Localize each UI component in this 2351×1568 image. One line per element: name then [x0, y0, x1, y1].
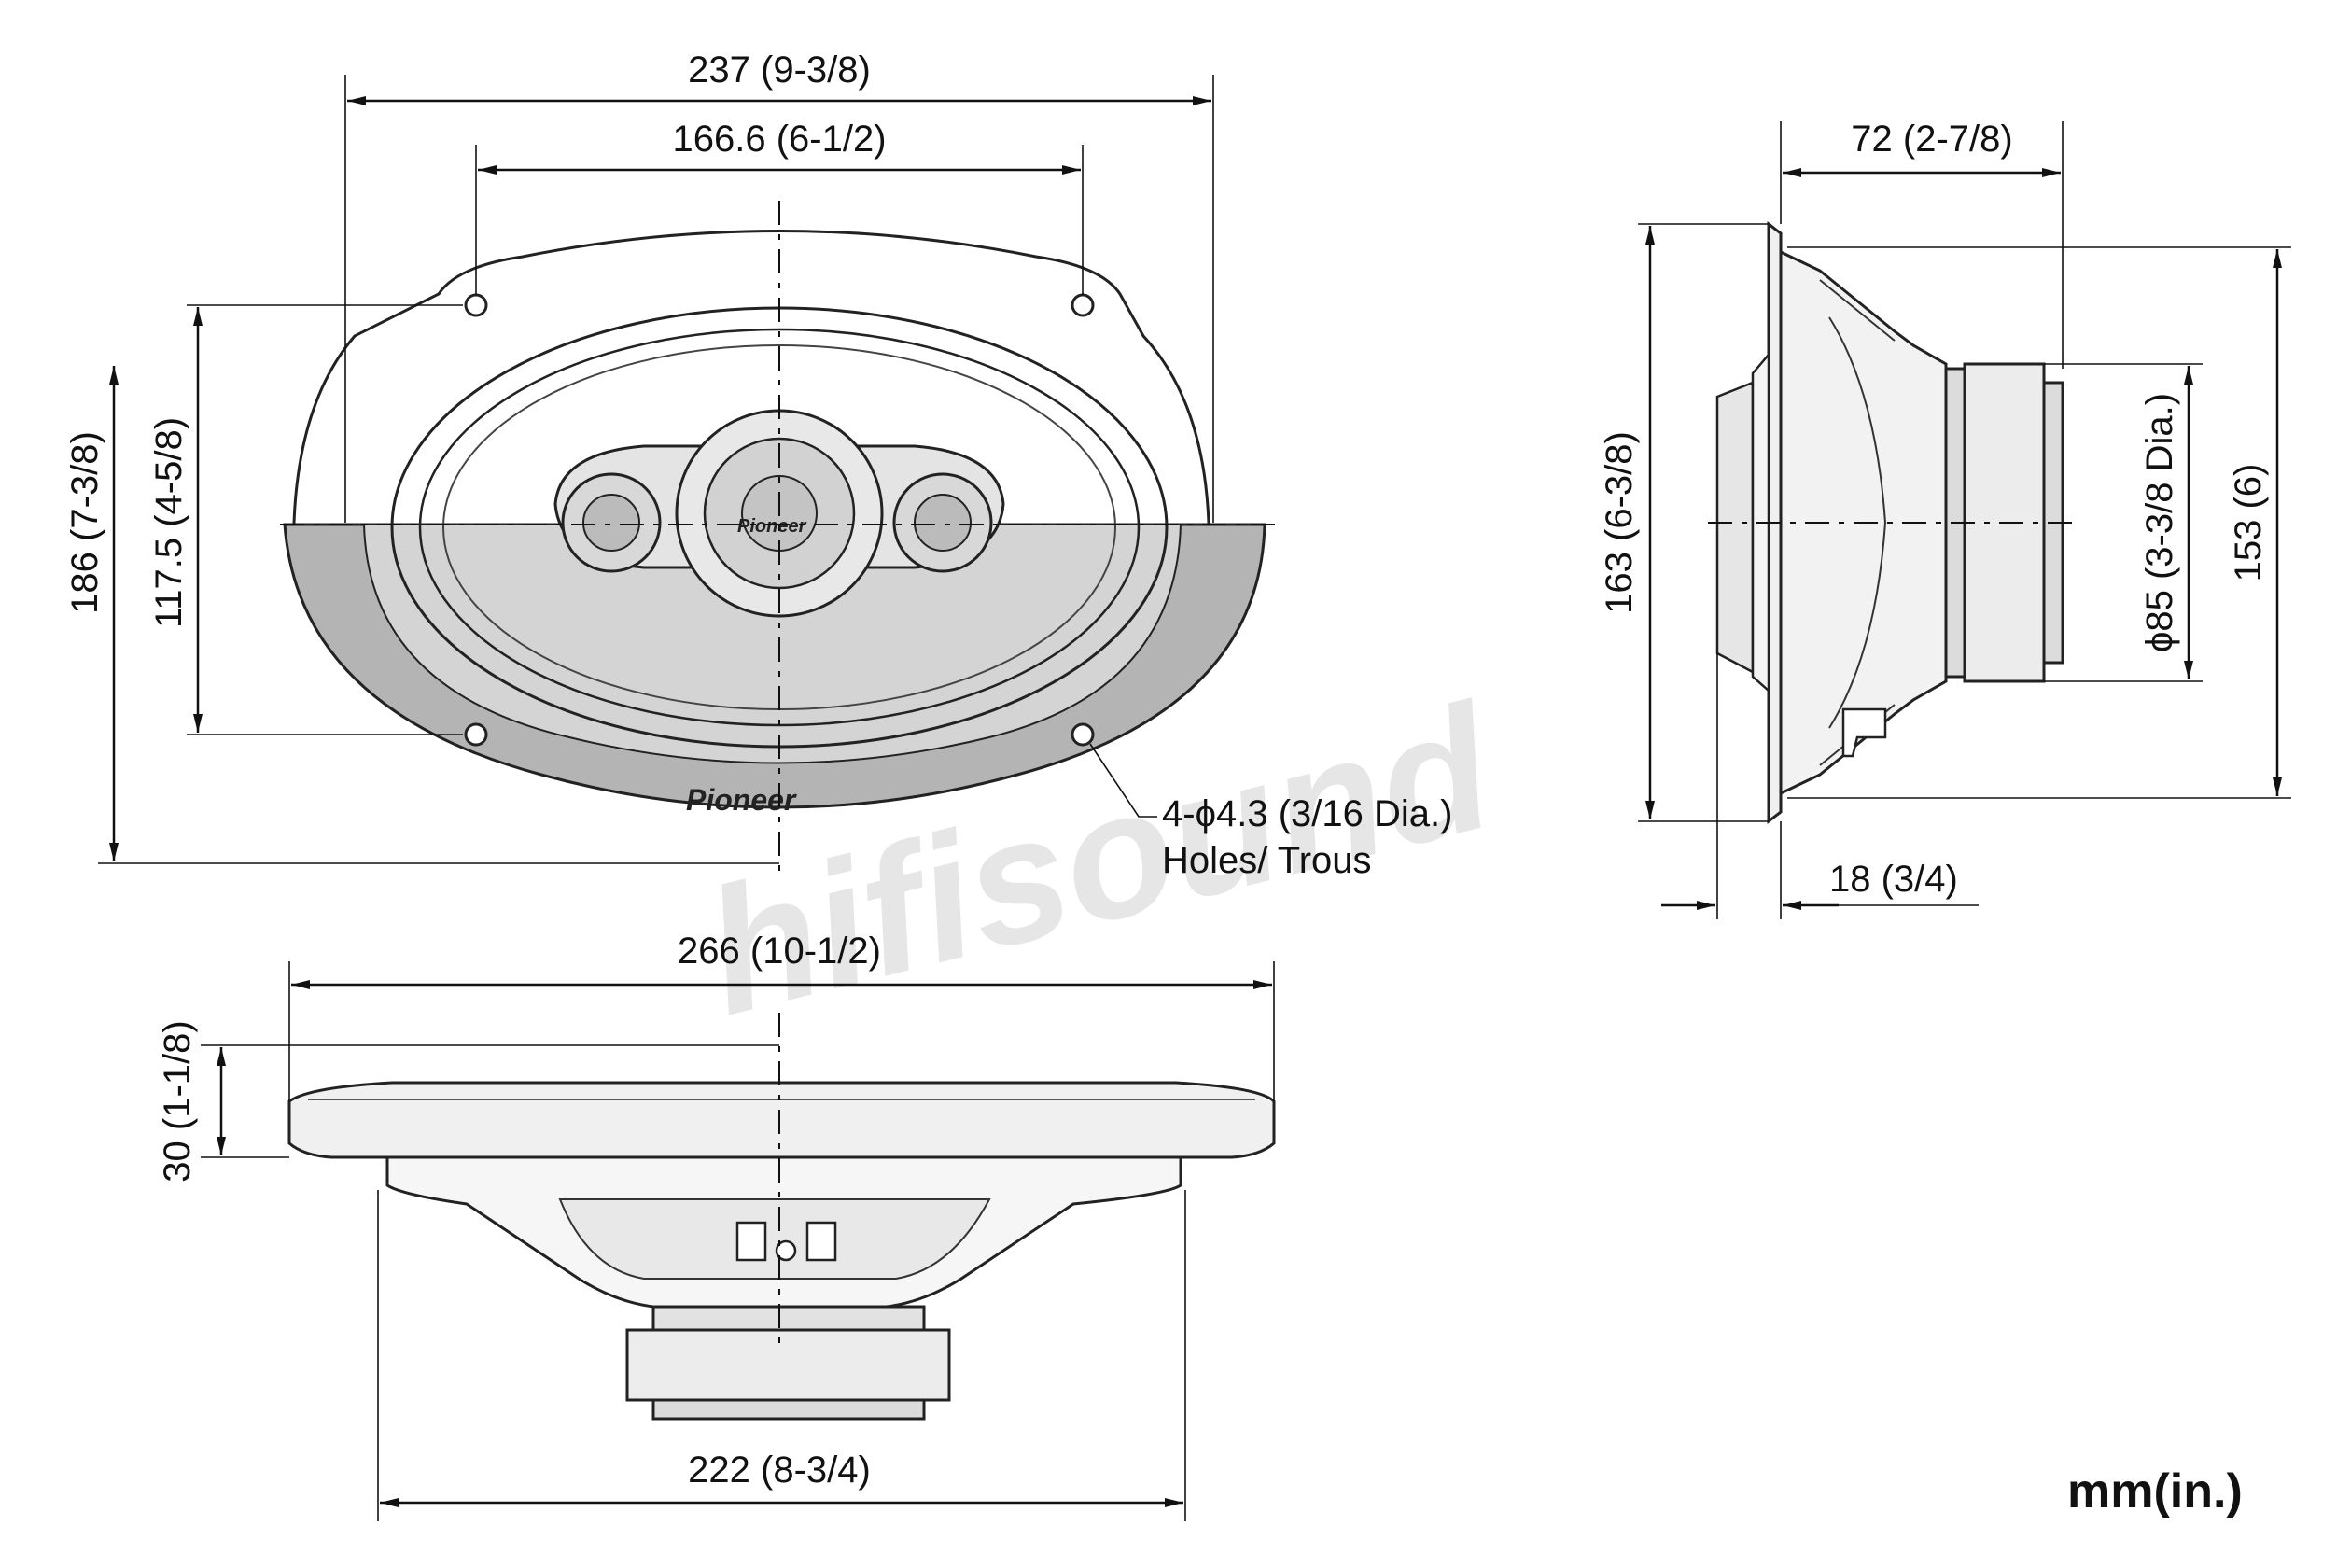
- mount-holes: [464, 293, 1095, 747]
- label-holes-spec: 4-ϕ4.3 (3/16 Dia.): [1162, 793, 1452, 834]
- units-label: mm(in.): [2067, 1464, 2243, 1519]
- bottom-mag-plate: [651, 1305, 926, 1332]
- side-grille-face: [1715, 381, 1755, 675]
- bottom-view: 266 (10-1/2) 30 (1-1/8) 222 (8-3/4): [157, 931, 1276, 1521]
- label-hole-spacing-height: 117.5 (4-5/8): [148, 417, 189, 628]
- bottom-magnet-cap: [651, 1398, 926, 1421]
- label-bottom-width: 266 (10-1/2): [678, 931, 881, 972]
- label-depth: 72 (2-7/8): [1851, 119, 2012, 160]
- front-view: Pioneer Pioneer 237 (9-3/8) 166.6 (6-1/2…: [64, 49, 1452, 881]
- side-terminal: [1841, 707, 1887, 758]
- label-overall-width: 237 (9-3/8): [688, 49, 871, 91]
- hole-leader: [1089, 743, 1157, 818]
- label-mount-depth: 30 (1-1/8): [157, 1020, 198, 1182]
- label-basket-width: 222 (8-3/4): [688, 1449, 871, 1491]
- label-holes: Holes/ Trous: [1162, 840, 1372, 881]
- label-cutout-height: 153 (6): [2228, 464, 2269, 582]
- bottom-basket-window: [558, 1198, 991, 1280]
- bottom-flange: [287, 1081, 1276, 1159]
- mount-hole-tl: [464, 293, 488, 317]
- label-hole-spacing-width: 166.6 (6-1/2): [672, 119, 886, 160]
- tweeter-logo: Pioneer: [737, 516, 807, 537]
- front-lower-trim: [362, 524, 1182, 764]
- label-overall-height: 186 (7-3/8): [64, 431, 105, 614]
- side-view: 72 (2-7/8) 163 (6-3/8) ϕ85 (3-3/8 Dia.) …: [1599, 119, 2291, 919]
- left-tweeter-dome: [582, 494, 640, 552]
- grille-logo: Pioneer: [686, 783, 797, 817]
- front-frame: [292, 230, 1210, 529]
- mount-hole-bl: [464, 722, 488, 747]
- terminal-right: [805, 1221, 837, 1262]
- mount-hole-tr: [1071, 293, 1095, 317]
- terminal-left: [735, 1221, 767, 1262]
- mount-hole-br: [1071, 722, 1095, 747]
- label-side-height: 163 (6-3/8): [1599, 431, 1640, 614]
- bottom-magnet: [625, 1328, 951, 1402]
- terminal-center: [775, 1239, 797, 1262]
- label-magnet-dia: ϕ85 (3-3/8 Dia.): [2139, 393, 2180, 652]
- right-tweeter-dome: [914, 494, 972, 552]
- label-flange-depth: 18 (3/4): [1829, 859, 1958, 900]
